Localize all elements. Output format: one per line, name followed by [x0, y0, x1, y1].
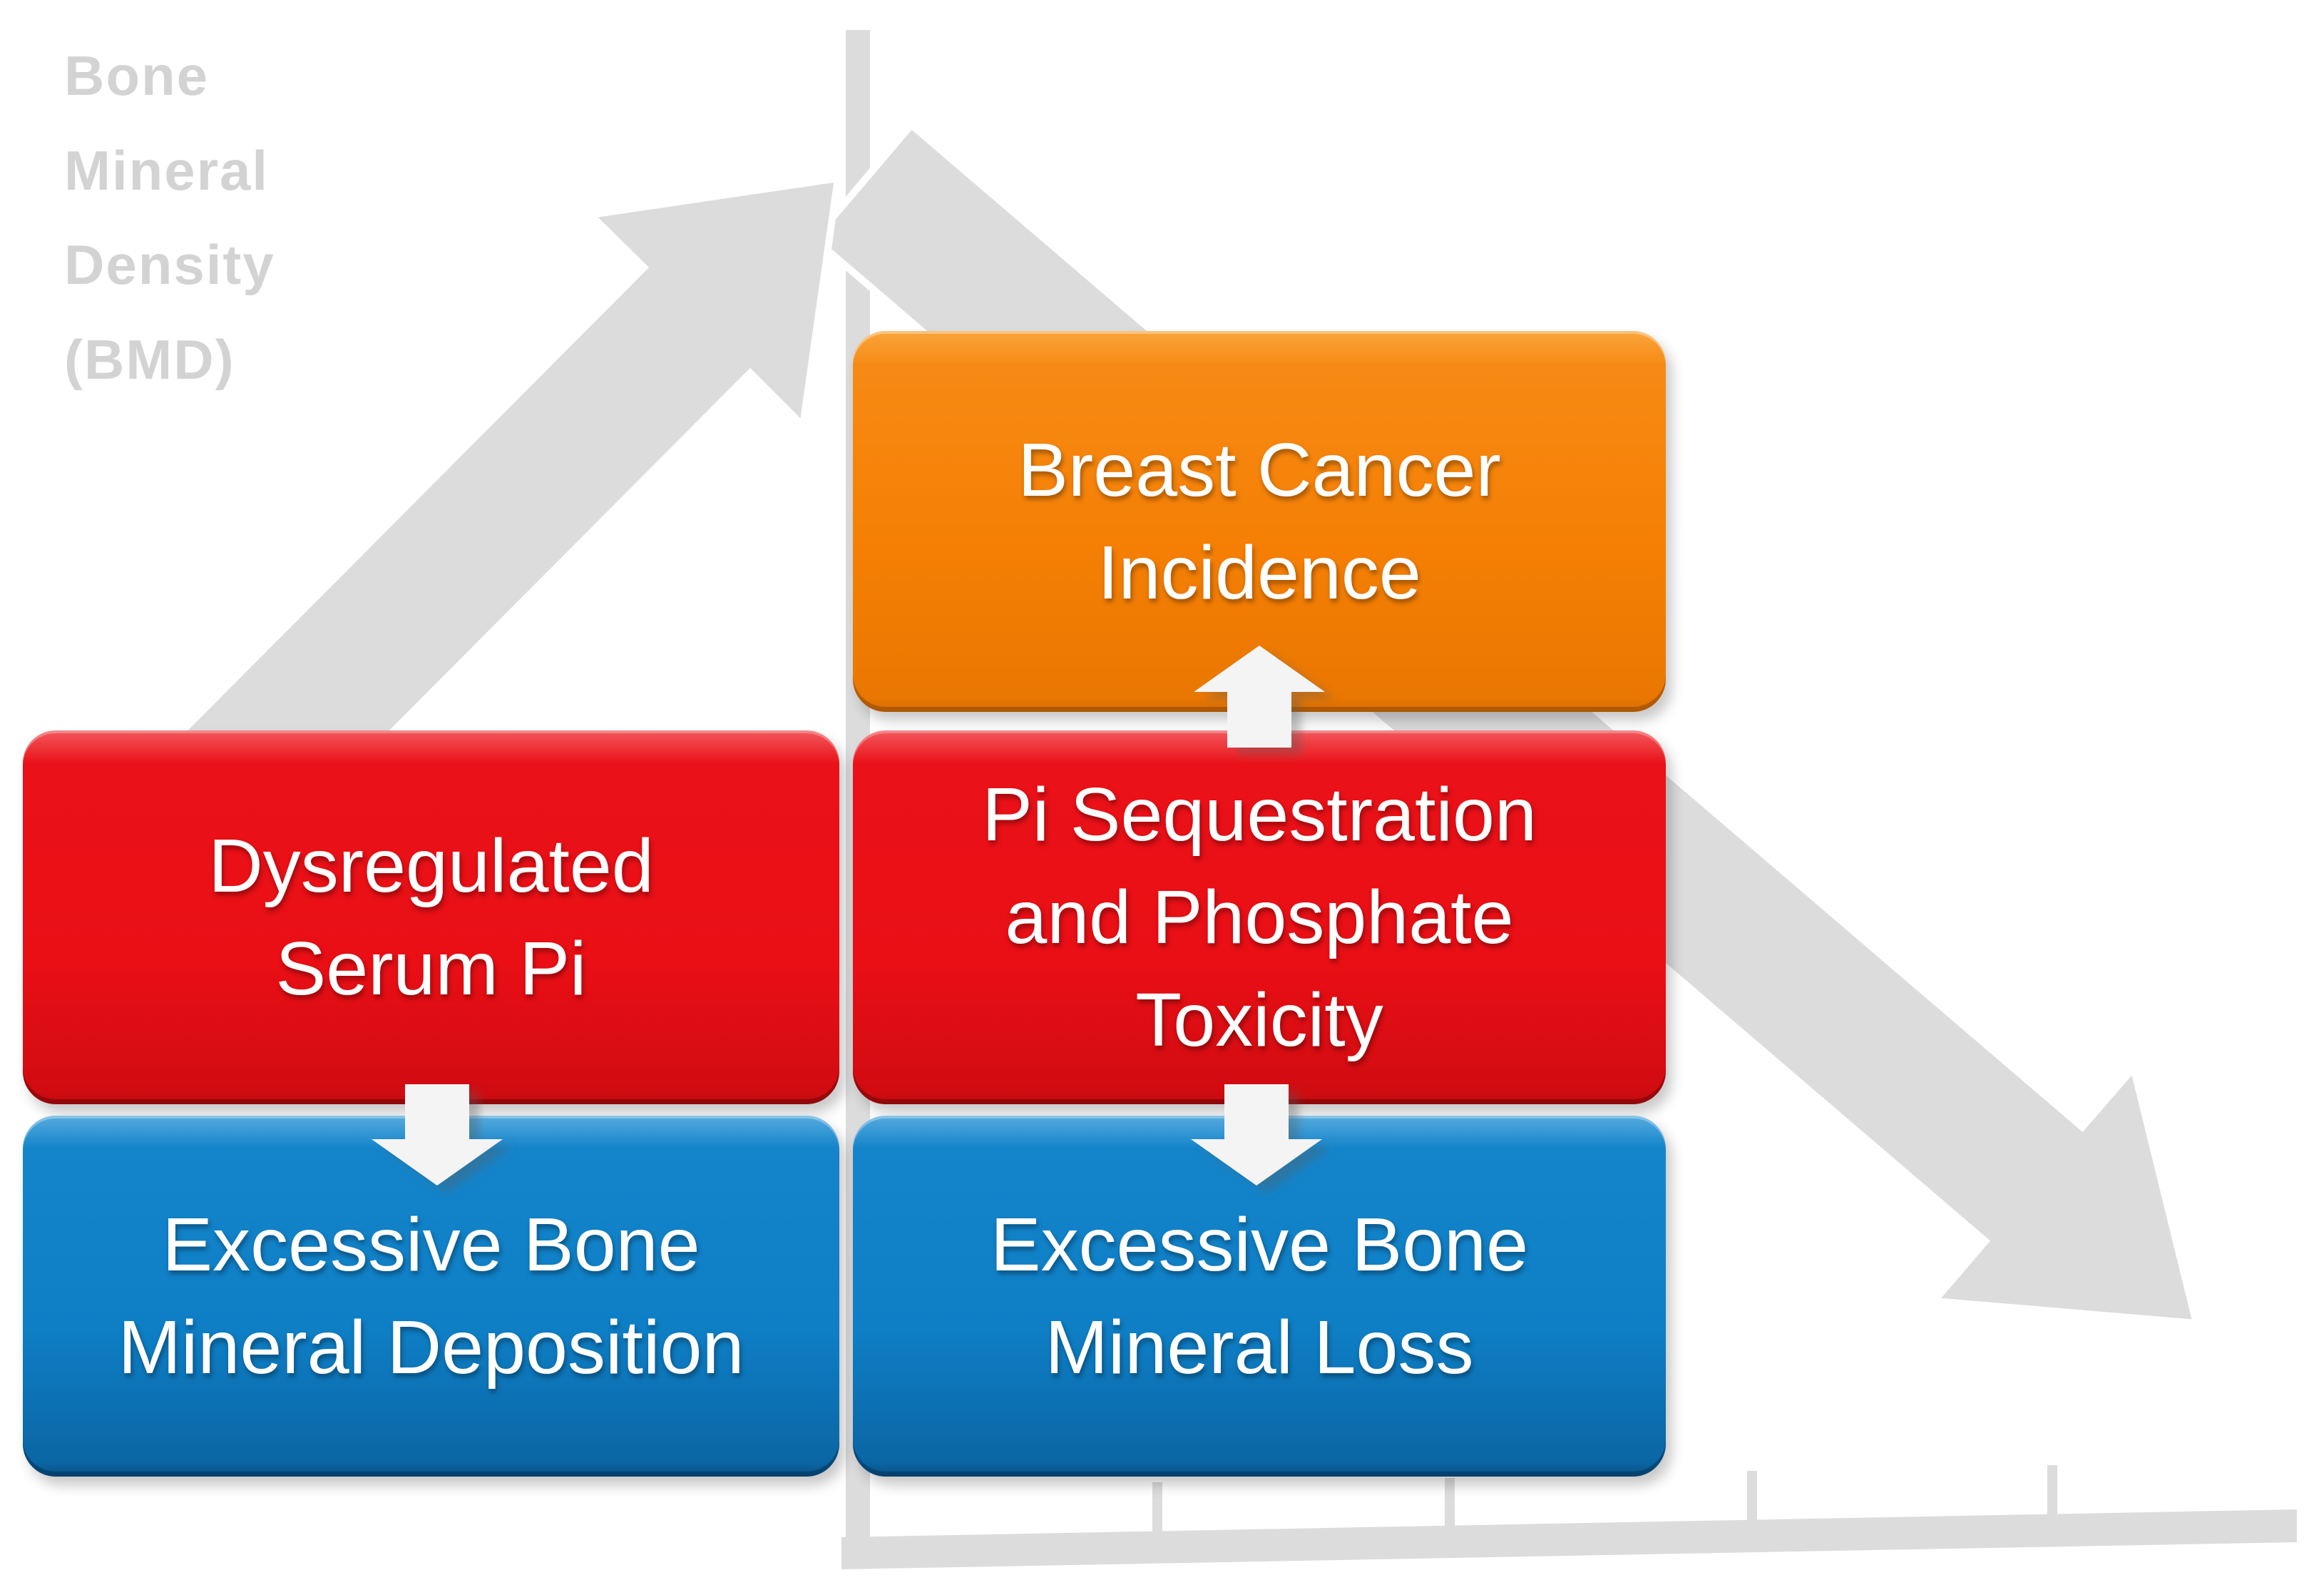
down-arrow-icon	[1191, 1084, 1322, 1186]
bmd-axis-label: Bone Mineral Density (BMD)	[64, 29, 563, 407]
x-axis-tick	[2047, 1465, 2057, 1524]
x-axis-tick	[1747, 1471, 1757, 1527]
bmd-axis-label-line: Bone	[64, 44, 209, 107]
box-text-line: Serum Pi	[275, 927, 587, 1011]
down-arrow-connector	[372, 1084, 513, 1193]
x-axis-tick	[1152, 1482, 1162, 1534]
box-text-line: Pi Sequestration	[982, 772, 1537, 857]
x-axis-line	[841, 1509, 2297, 1569]
pi-sequestration-box: Pi Sequestration and Phosphate Toxicity	[853, 730, 1666, 1104]
up-arrow-icon	[1194, 646, 1325, 748]
box-text-line: Toxicity	[1135, 978, 1383, 1063]
excessive-bone-mineral-deposition-box: Excessive Bone Mineral Deposition	[23, 1116, 839, 1477]
box-text-line: Excessive Bone	[990, 1202, 1529, 1287]
box-text-line: Excessive Bone	[162, 1202, 700, 1287]
box-text-line: Mineral Loss	[1045, 1305, 1474, 1390]
up-arrow-connector	[1194, 646, 1335, 755]
bmd-axis-label-line: Mineral	[64, 138, 270, 202]
box-text-line: Mineral Deposition	[118, 1305, 744, 1390]
x-axis-tick	[1445, 1478, 1455, 1531]
down-arrow-connector	[1191, 1084, 1332, 1193]
box-text-line: Incidence	[1097, 531, 1421, 615]
bmd-axis-label-line: (BMD)	[64, 327, 235, 391]
box-text-line: Breast Cancer	[1018, 427, 1501, 512]
box-text-line: Dysregulated	[208, 823, 654, 908]
box-text-line: and Phosphate	[1005, 875, 1514, 959]
down-arrow-icon	[372, 1084, 503, 1186]
bmd-axis-label-line: Density	[64, 233, 275, 297]
dysregulated-serum-pi-box: Dysregulated Serum Pi	[23, 730, 839, 1104]
